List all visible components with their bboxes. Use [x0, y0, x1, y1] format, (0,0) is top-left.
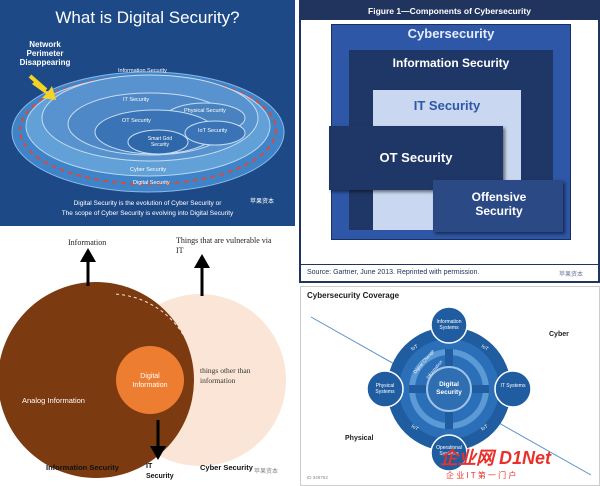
yellow-arrow-icon — [32, 82, 56, 100]
digital-information-circle — [116, 346, 184, 414]
footnote-line-2: The scope of Cyber Security is evolving … — [61, 210, 234, 217]
center-label: Digital Security — [436, 381, 462, 396]
ring-label-physical: Physical Security — [184, 108, 226, 114]
node-label-operational: Operational Systems — [436, 445, 462, 457]
cyber-security-caption: Cyber Security — [200, 463, 253, 472]
cybersecurity-label: Cybersecurity — [407, 26, 495, 41]
node-label-physical: Physical Systems — [375, 383, 395, 395]
ring-label-information: Information Security — [118, 68, 167, 74]
digital-security-panel: What is Digital Security? Network Perime… — [0, 0, 295, 226]
it-security-label: IT Security — [413, 98, 481, 113]
perimeter-dashed-line — [19, 75, 277, 185]
information-security-label: Information Security — [392, 56, 510, 70]
it-security-caption: IT Security — [146, 463, 174, 480]
watermark: 苹果资本 — [254, 469, 279, 475]
operational-systems-node — [430, 434, 468, 472]
source-text: Source: Gartner, June 2013. Reprinted wi… — [307, 269, 480, 276]
figure-title-bar: Figure 1—Components of Cybersecurity — [301, 2, 598, 20]
brand-logo: 企业网 D1Net — [440, 448, 552, 468]
coverage-title: Cybersecurity Coverage — [307, 291, 400, 300]
ot-security-label: OT Security — [379, 150, 453, 165]
venn-diagram — [0, 248, 286, 478]
footnote-line-1: Digital Security is the evolution of Cyb… — [73, 200, 222, 207]
offensive-security-box — [433, 180, 563, 232]
ring-label-it: IT Security — [123, 97, 150, 103]
other-things-label: things other than information — [200, 366, 251, 385]
vulnerable-label: Things that are vulnerable via IT — [176, 236, 272, 255]
node-label-info: Information Systems — [436, 319, 462, 331]
node-label-it: IT Systems — [500, 383, 526, 389]
ring-label-digital: Digital Security — [133, 180, 170, 186]
security-rings-diagram — [11, 71, 285, 193]
center-circle — [426, 366, 472, 412]
perimeter-callout: Network Perimeter Disappearing — [19, 40, 71, 67]
information-security-caption: Information Security — [46, 463, 119, 472]
digital-information-label: Digital Information — [132, 373, 168, 389]
physical-systems-node — [366, 370, 404, 408]
analog-information-label: Analog Information — [22, 396, 85, 405]
brand-subtitle: 企 业 I T 第 一 门 户 — [446, 471, 517, 480]
coverage-diagram — [310, 306, 592, 476]
arrow-up-icon — [194, 254, 210, 268]
ot-security-box — [329, 126, 503, 190]
source-line — [301, 264, 598, 265]
figure-code: ID 349753 — [307, 475, 328, 480]
gartner-panel: Figure 1—Components of Cybersecurity Cyb… — [299, 0, 600, 283]
ring-label-smart-grid: Smart Grid Security — [147, 136, 173, 148]
watermark: 苹果资本 — [559, 272, 584, 278]
panel-title: What is Digital Security? — [55, 8, 240, 27]
iot-security-ring — [184, 120, 246, 146]
information-label: Information — [68, 238, 107, 247]
venn-panel: Information Things that are vulnerable v… — [0, 226, 297, 486]
physical-zone-label: Physical — [345, 435, 374, 442]
arrow-up-icon — [80, 248, 96, 262]
ring-label-cyber: Cyber Security — [130, 167, 167, 173]
information-circle — [0, 282, 194, 478]
overlap-dashed-edge — [113, 293, 197, 381]
smart-grid-ring — [127, 129, 189, 155]
offensive-security-label: Offensive Security — [471, 190, 527, 218]
coverage-panel: Cybersecurity Coverage Digital Security … — [300, 286, 600, 486]
ring-label-ot: OT Security — [122, 118, 151, 124]
info-systems-node — [430, 306, 468, 344]
arrow-down-icon — [150, 446, 166, 460]
cyber-zone-label: Cyber — [549, 331, 569, 338]
it-systems-node — [494, 370, 532, 408]
watermark: 苹果资本 — [250, 199, 275, 205]
ring-label-iot: IoT Security — [198, 128, 228, 134]
